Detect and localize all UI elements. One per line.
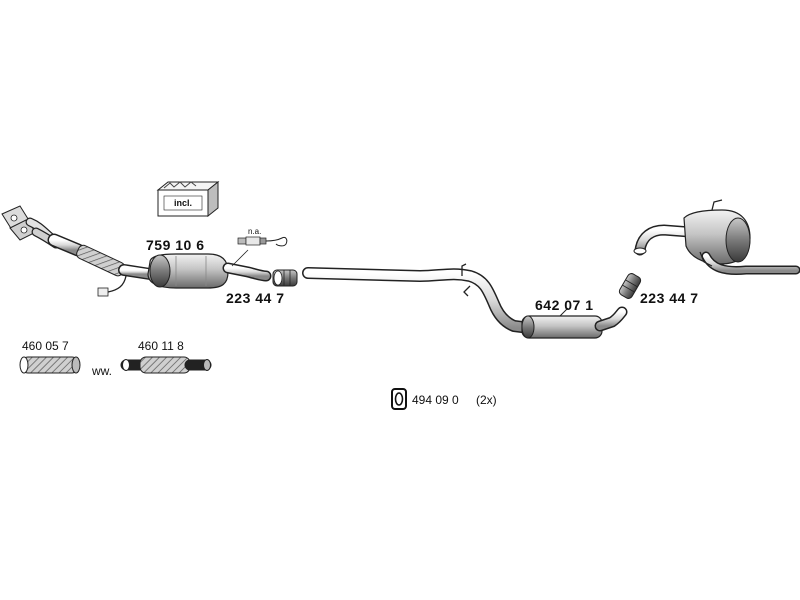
clamp-front (272, 269, 298, 287)
label-middle-silencer: 642 07 1 (535, 297, 594, 313)
label-flex-pipe-b: 460 11 8 (138, 339, 184, 353)
middle-silencer (521, 306, 628, 339)
rear-silencer (633, 199, 800, 275)
label-rubber-mount: 494 09 0 (412, 393, 459, 407)
sensor-na-label: n.a. (248, 227, 261, 236)
lambda-sensor-icon: n.a. (237, 227, 288, 247)
label-flex-pipe-a: 460 05 7 (22, 339, 69, 353)
flex-pipe-a (19, 356, 81, 374)
manifold-flange (1, 205, 37, 241)
catalytic-converter (147, 249, 272, 289)
label-catalytic-converter: 759 10 6 (146, 237, 205, 253)
rubber-mount-icon (391, 388, 407, 410)
kit-incl-label: incl. (174, 198, 192, 208)
front-downpipe (1, 205, 156, 297)
middle-pipe (302, 263, 536, 334)
hardware-kit-icon: incl. (156, 180, 220, 218)
label-clamp-rear: 223 44 7 (640, 290, 699, 306)
flex-pipe-b (120, 356, 212, 374)
label-rubber-mount-qty: (2x) (476, 393, 497, 407)
label-clamp-front: 223 44 7 (226, 290, 285, 306)
alternative-ww-label: ww. (91, 364, 112, 378)
clamp-rear (618, 273, 642, 299)
